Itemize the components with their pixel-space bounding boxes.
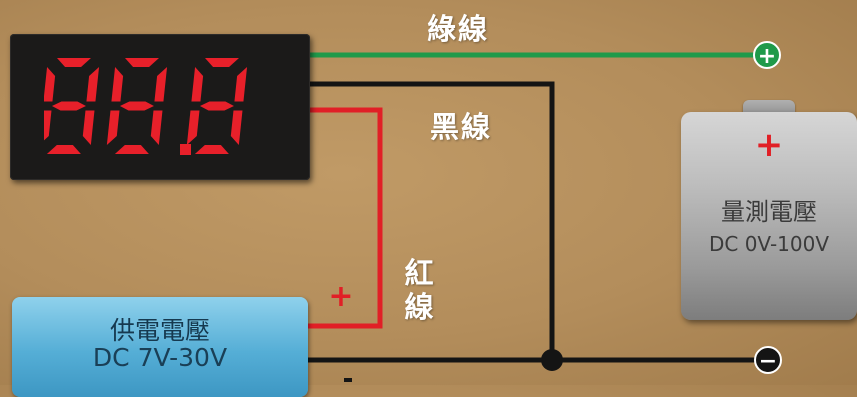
segment-a bbox=[125, 58, 159, 67]
segment-f bbox=[191, 67, 204, 102]
wiring-diagram: + − + 綠線 黑線 紅線 供電電壓 DC 7V-30V + 量測電壓 DC … bbox=[10, 12, 857, 397]
measured-voltage-range: DC 0V-100V bbox=[708, 232, 830, 256]
black-wire bbox=[308, 81, 555, 358]
supply-plus-mark: + bbox=[328, 279, 353, 314]
segment-e bbox=[186, 110, 200, 145]
segment-e bbox=[106, 110, 120, 145]
red-wire-label: 紅線 bbox=[404, 256, 436, 324]
digit-3 bbox=[186, 58, 248, 154]
segment-a bbox=[205, 58, 239, 67]
wires: + − + bbox=[306, 41, 782, 382]
segment-d bbox=[194, 145, 229, 154]
power-supply-box: 供電電壓 DC 7V-30V bbox=[12, 297, 308, 397]
segment-c bbox=[230, 110, 243, 145]
green-wire-label: 綠線 bbox=[427, 12, 490, 46]
black-wire-label: 黑線 bbox=[430, 110, 493, 144]
battery-plus-mark: + bbox=[755, 125, 784, 165]
junction-dot bbox=[541, 349, 563, 371]
segment-f bbox=[111, 67, 124, 102]
segment-d bbox=[114, 145, 149, 154]
segment-d bbox=[46, 145, 81, 154]
decimal-point bbox=[180, 144, 191, 155]
segment-b bbox=[86, 67, 100, 102]
segment-b bbox=[154, 67, 168, 102]
segment-a bbox=[57, 58, 91, 67]
segment-b bbox=[234, 67, 248, 102]
segment-f bbox=[44, 67, 56, 102]
measured-battery: + 量測電壓 DC 0V-100V bbox=[681, 112, 857, 320]
segment-c bbox=[82, 110, 95, 145]
segment-g bbox=[51, 101, 86, 111]
red-wire bbox=[306, 107, 383, 329]
measured-voltage-title: 量測電壓 bbox=[721, 198, 817, 226]
seven-segment-readout bbox=[44, 58, 248, 155]
negative-terminal: − bbox=[754, 346, 782, 374]
positive-terminal: + bbox=[753, 41, 781, 69]
segment-e bbox=[44, 110, 52, 145]
segment-g bbox=[199, 101, 234, 111]
negative-terminal-sign: − bbox=[759, 349, 777, 374]
power-supply-range: DC 7V-30V bbox=[92, 343, 228, 372]
digit-1 bbox=[106, 58, 168, 154]
segment-g bbox=[119, 101, 154, 111]
digit-0 bbox=[44, 58, 100, 154]
power-supply-title: 供電電壓 bbox=[109, 316, 210, 345]
segment-c bbox=[150, 110, 163, 145]
battery-plus-svg: + bbox=[755, 125, 784, 165]
voltmeter-display bbox=[10, 34, 310, 180]
positive-terminal-sign: + bbox=[758, 44, 776, 69]
